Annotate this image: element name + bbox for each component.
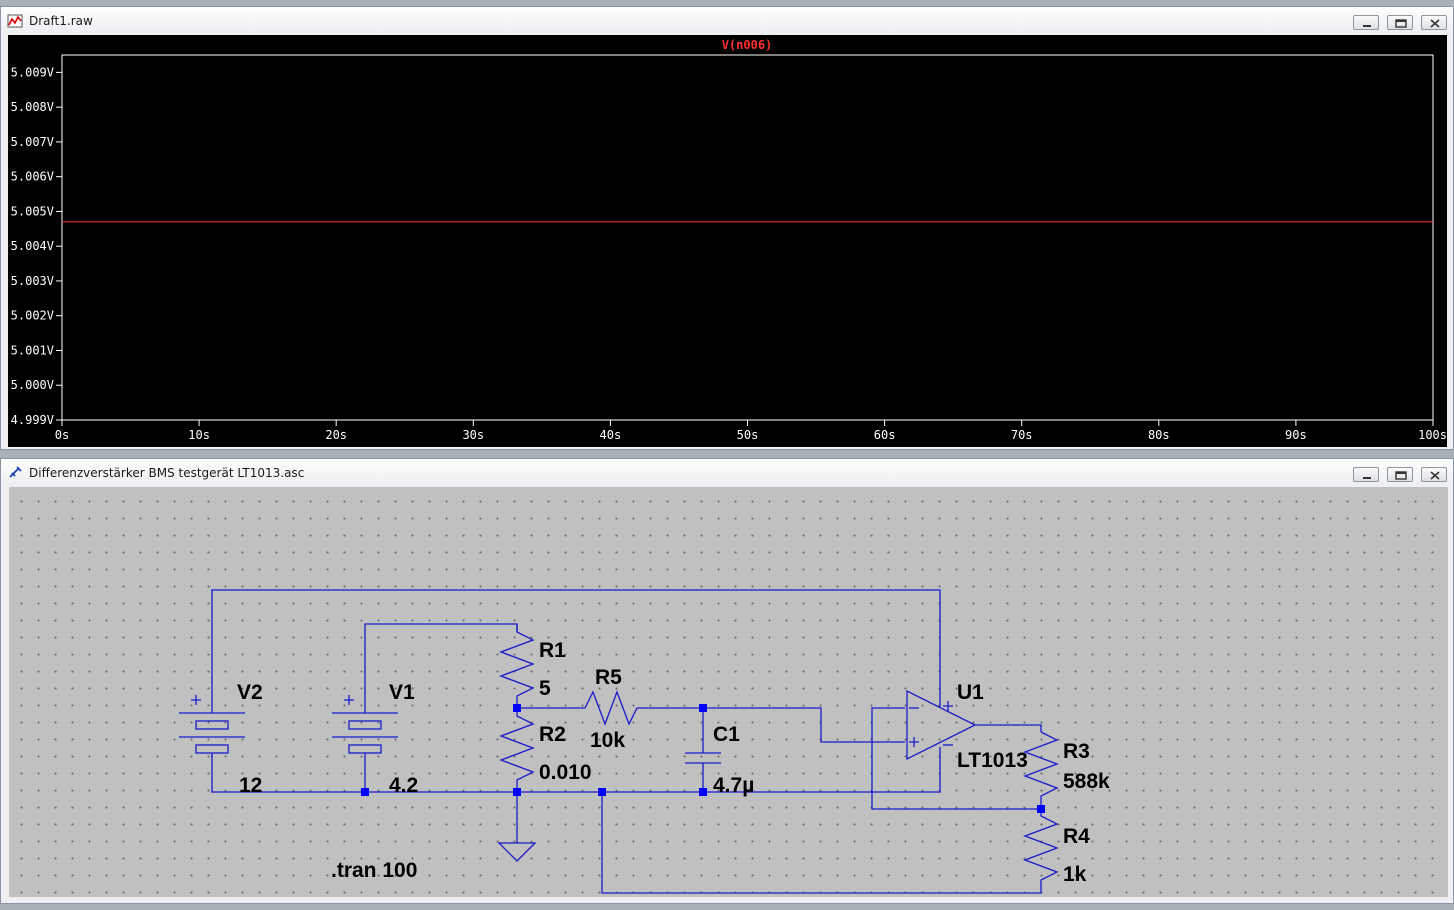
r5-value[interactable]: 10k <box>590 729 625 752</box>
schematic-minimize-button[interactable] <box>1353 467 1379 482</box>
x-tick-label: 50s <box>737 428 759 442</box>
wire-v1-r1[interactable] <box>364 623 518 699</box>
y-tick-label: 5.006V <box>11 170 54 184</box>
v2-name[interactable]: V2 <box>237 681 263 704</box>
y-tick-label: 5.005V <box>11 204 54 218</box>
y-tick-label: 5.000V <box>11 378 54 392</box>
y-tick-label: 5.004V <box>11 239 54 253</box>
x-tick-label: 30s <box>462 428 484 442</box>
x-tick-label: 60s <box>874 428 896 442</box>
resistor-r5[interactable] <box>577 690 645 726</box>
x-tick-label: 90s <box>1285 428 1307 442</box>
resistor-r1[interactable] <box>499 624 535 708</box>
resistor-r2[interactable] <box>499 708 535 792</box>
schematic-drawing[interactable]: V2 12 V1 4.2 R1 5 R2 0.010 R5 10k C1 4.7… <box>9 487 1448 897</box>
plot-window-title: Draft1.raw <box>29 14 93 28</box>
junction-dot <box>598 788 606 796</box>
wire-r4-return[interactable] <box>601 792 1042 894</box>
y-tick-label: 5.009V <box>11 65 54 79</box>
schematic-window-title: Differenzverstärker BMS testgerät LT1013… <box>29 466 305 480</box>
v1-value[interactable]: 4.2 <box>389 774 418 797</box>
schematic-window: Differenzverstärker BMS testgerät LT1013… <box>0 458 1454 904</box>
x-tick-label: 80s <box>1148 428 1170 442</box>
v1-name[interactable]: V1 <box>389 681 415 704</box>
minimize-button[interactable] <box>1353 15 1379 30</box>
wire-feedback[interactable] <box>871 707 1041 810</box>
y-tick-label: 4.999V <box>11 413 54 427</box>
y-tick-label: 5.003V <box>11 274 54 288</box>
y-tick-label: 5.001V <box>11 343 54 357</box>
ground-symbol[interactable] <box>497 842 537 862</box>
r3-name[interactable]: R3 <box>1063 740 1090 763</box>
wire-output[interactable] <box>975 724 1042 732</box>
battery-v1[interactable] <box>332 695 398 754</box>
schematic-restore-button[interactable] <box>1387 467 1413 482</box>
c1-name[interactable]: C1 <box>713 723 740 746</box>
wire-ground-bus[interactable] <box>211 747 941 793</box>
x-tick-label: 10s <box>188 428 210 442</box>
r1-name[interactable]: R1 <box>539 639 566 662</box>
x-tick-label: 0s <box>55 428 69 442</box>
waveform-icon <box>7 14 23 28</box>
x-tick-label: 20s <box>325 428 347 442</box>
wires[interactable] <box>211 589 1042 894</box>
plot-window-titlebar[interactable]: Draft1.raw <box>1 7 1453 35</box>
schematic-window-titlebar[interactable]: Differenzverstärker BMS testgerät LT1013… <box>1 459 1453 487</box>
r5-name[interactable]: R5 <box>595 666 622 689</box>
r3-value[interactable]: 588k <box>1063 770 1110 793</box>
r4-name[interactable]: R4 <box>1063 825 1090 848</box>
plot-frame <box>61 54 1434 421</box>
junction-dot <box>361 788 369 796</box>
wire-r5-opamp[interactable] <box>645 707 905 743</box>
wire-v2-supply[interactable] <box>211 589 941 707</box>
y-tick-label: 5.008V <box>11 100 54 114</box>
restore-button[interactable] <box>1387 15 1413 30</box>
v2-value[interactable]: 12 <box>239 774 262 797</box>
c1-value[interactable]: 4.7µ <box>713 774 754 797</box>
y-tick-label: 5.007V <box>11 135 54 149</box>
battery-v2[interactable] <box>179 684 245 757</box>
schematic-icon <box>9 466 22 478</box>
r2-value[interactable]: 0.010 <box>539 761 592 784</box>
opamp-u1[interactable] <box>906 689 977 761</box>
plot-ticks: 5.009V 5.008V 5.007V 5.006V 5.005V 5.004V 5.00… <box>11 65 1447 442</box>
schematic-canvas[interactable]: V2 12 V1 4.2 R1 5 R2 0.010 R5 10k C1 4.7… <box>9 487 1448 897</box>
r2-name[interactable]: R2 <box>539 723 566 746</box>
junction-dot <box>699 788 707 796</box>
x-tick-label: 70s <box>1011 428 1033 442</box>
close-button[interactable] <box>1421 15 1447 30</box>
capacitor-c1[interactable] <box>685 752 721 764</box>
y-tick-label: 5.002V <box>11 309 54 323</box>
junction-dot <box>699 704 707 712</box>
r1-value[interactable]: 5 <box>539 677 551 700</box>
schematic-close-button[interactable] <box>1421 467 1447 482</box>
junction-dot <box>513 704 521 712</box>
resistor-r4[interactable] <box>1023 809 1059 884</box>
resistor-r3[interactable] <box>1023 731 1059 809</box>
x-tick-label: 100s <box>1418 428 1447 442</box>
plot-axes <box>61 54 1434 421</box>
spice-directive[interactable]: .tran 100 <box>331 859 417 882</box>
waveform-plot[interactable]: V(n006) 5.009V5.008V5.007V5.006V5.005V5.… <box>8 35 1447 447</box>
r4-value[interactable]: 1k <box>1063 863 1087 886</box>
u1-name[interactable]: U1 <box>957 681 984 704</box>
u1-value[interactable]: LT1013 <box>957 749 1028 772</box>
x-tick-label: 40s <box>600 428 622 442</box>
junction-dot <box>513 788 521 796</box>
trace-label[interactable]: V(n006) <box>722 38 773 52</box>
junctions <box>361 704 1045 813</box>
junction-dot <box>1037 805 1045 813</box>
